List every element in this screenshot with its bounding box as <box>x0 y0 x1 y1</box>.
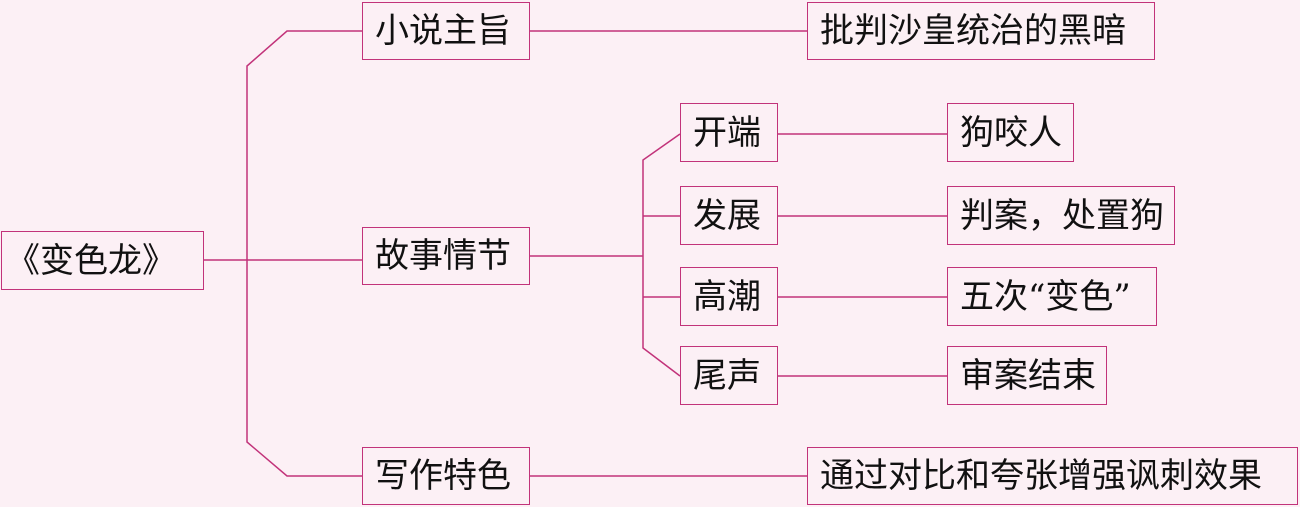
connector-stage-spine <box>642 133 681 377</box>
style-detail-node: 通过对比和夸张增强讽刺效果 <box>807 447 1298 505</box>
stage-ending-detail-node: 审案结束 <box>947 346 1107 405</box>
root-node: 《变色龙》 <box>1 231 204 290</box>
stage-beginning-node: 开端 <box>680 103 778 162</box>
theme-detail-node: 批判沙皇统治的黑暗 <box>807 2 1155 60</box>
stage-ending-node: 尾声 <box>680 346 778 405</box>
stage-beginning-detail-node: 狗咬人 <box>947 103 1074 162</box>
style-node: 写作特色 <box>362 447 530 505</box>
stage-climax-detail-node: 五次“变色” <box>947 267 1157 326</box>
stage-climax-node: 高潮 <box>680 267 778 326</box>
connector-spine <box>246 30 362 477</box>
theme-node: 小说主旨 <box>362 2 530 60</box>
stage-development-node: 发展 <box>680 186 778 245</box>
plot-node: 故事情节 <box>362 227 530 285</box>
stage-development-detail-node: 判案，处置狗 <box>947 186 1175 245</box>
